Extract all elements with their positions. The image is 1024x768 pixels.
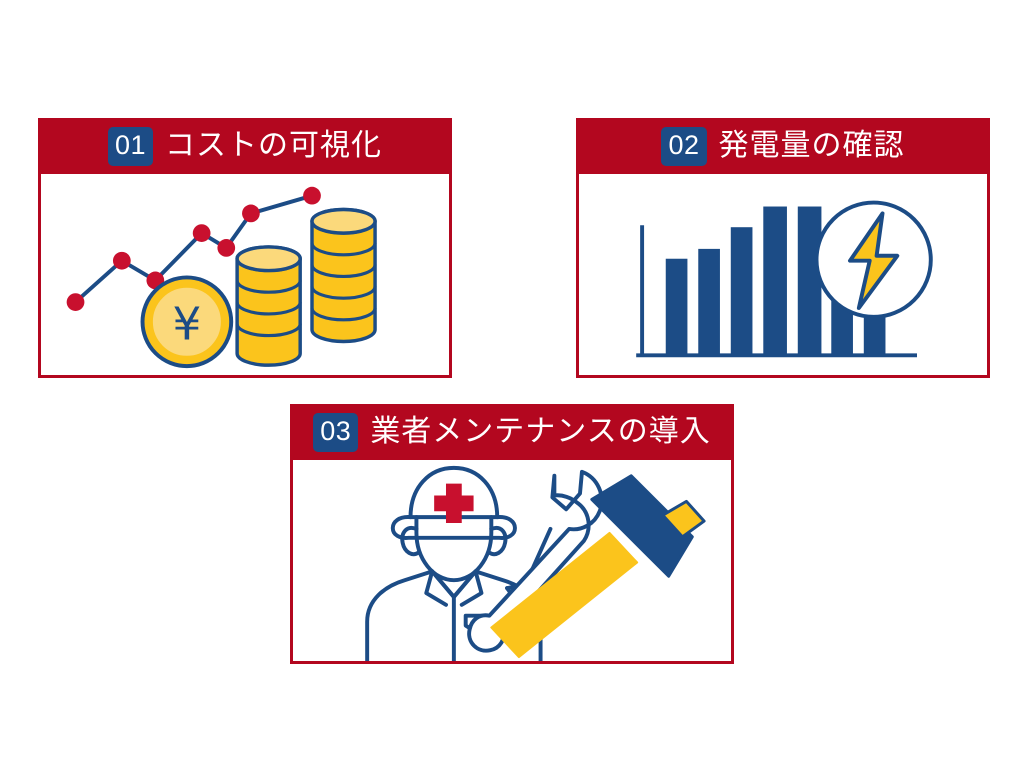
card-generation-number-badge: 02	[661, 126, 707, 166]
hammer-claw-accent	[661, 499, 706, 539]
lightning-bolt-icon	[848, 211, 900, 310]
bar-chart-with-lightning-bolt-icon	[636, 200, 933, 358]
bar-5	[797, 206, 822, 356]
worker-head	[414, 515, 494, 583]
worker-collar-left	[424, 569, 448, 607]
card-generation-body	[576, 174, 990, 378]
bar-4	[763, 206, 787, 356]
hard-hat-brim	[390, 515, 517, 540]
hammer-head	[590, 474, 694, 578]
worker-collar-right	[459, 569, 484, 607]
card-maintenance-number-badge: 03	[313, 412, 359, 452]
bar-2	[698, 248, 720, 356]
yen-coin: ¥	[140, 275, 234, 369]
trend-markers	[66, 186, 321, 311]
card-cost: 01 コストの可視化	[38, 118, 452, 378]
worker-ear-right	[487, 526, 508, 557]
yen-symbol: ¥	[172, 298, 201, 351]
card-cost-title: コストの可視化	[165, 128, 383, 163]
card-maintenance-title: 業者メンテナンスの導入	[370, 414, 711, 449]
card-maintenance-body	[290, 460, 734, 664]
worker-ear-left	[400, 526, 421, 557]
wrench-icon	[467, 469, 604, 653]
hard-hat-dome	[408, 465, 500, 520]
chart-bars	[665, 206, 886, 356]
lightning-bolt-badge	[814, 200, 933, 319]
card-generation-title: 発電量の確認	[718, 128, 905, 163]
red-cross-icon	[434, 483, 474, 524]
coin-stack-back	[310, 207, 377, 344]
card-cost-body: ¥	[38, 174, 452, 378]
card-generation: 02 発電量の確認	[576, 118, 990, 378]
bar-1	[665, 258, 688, 356]
card-cost-number-badge: 01	[107, 126, 154, 166]
coin-stack-front	[235, 245, 302, 367]
card-maintenance-header: 03 業者メンテナンスの導入	[290, 404, 734, 460]
card-generation-header: 02 発電量の確認	[576, 118, 990, 174]
card-maintenance: 03 業者メンテナンスの導入	[290, 404, 734, 664]
rising-line-chart-with-yen-coins-icon: ¥	[66, 186, 377, 369]
hammer-handle	[490, 531, 639, 659]
worker-with-hardhat-wrench-and-hammer-icon	[365, 465, 706, 661]
card-cost-header: 01 コストの可視化	[38, 118, 452, 174]
bar-3	[730, 227, 753, 356]
